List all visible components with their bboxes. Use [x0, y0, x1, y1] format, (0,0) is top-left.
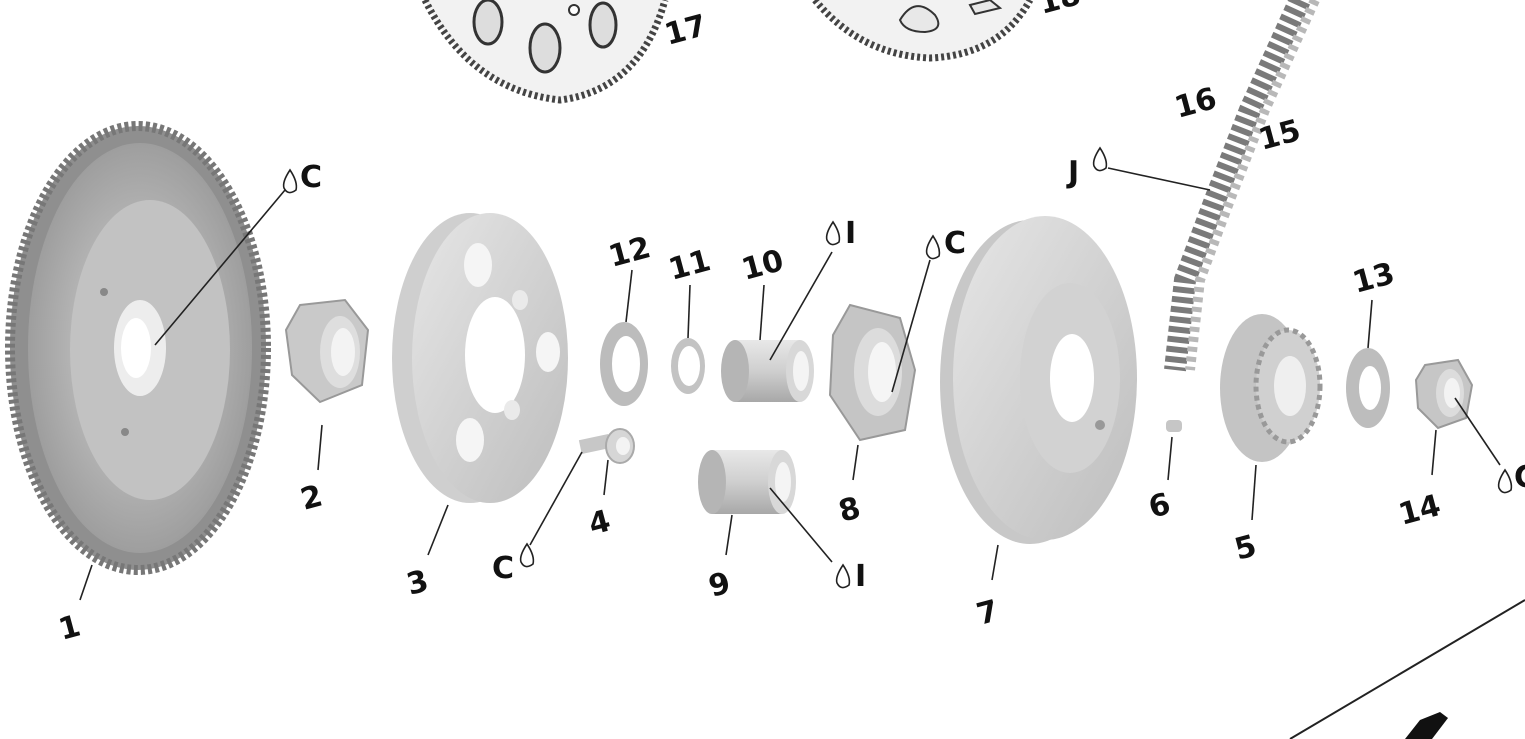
- label-part-3: 3: [403, 564, 432, 603]
- oil-drop-icon: [519, 542, 535, 568]
- gear-18-partial: [812, 0, 1034, 62]
- part-7-drum: [940, 216, 1137, 544]
- label-part-10: 10: [738, 243, 787, 288]
- label-part-5: 5: [1231, 529, 1260, 568]
- lube-code: C: [1514, 460, 1525, 495]
- gear-17-partial: [421, 0, 669, 104]
- oil-drop-icon: [835, 563, 851, 589]
- label-part-11: 11: [665, 243, 714, 288]
- oil-drop-icon: [1497, 468, 1513, 494]
- lube-code: C: [944, 226, 966, 261]
- label-part-4: 4: [585, 504, 614, 543]
- leader-lines: [79, 167, 1501, 601]
- label-part-12: 12: [605, 230, 654, 275]
- lube-marker-c-2: C: [492, 542, 535, 586]
- label-part-17: 17: [661, 8, 710, 53]
- lube-marker-c-4: C: [1497, 460, 1525, 495]
- label-part-1: 1: [55, 609, 84, 648]
- lube-code: J: [1066, 155, 1079, 190]
- label-part-9: 9: [705, 566, 734, 605]
- oil-drop-icon: [925, 234, 941, 260]
- lube-marker-i-2: I: [835, 559, 866, 594]
- part-12-washer: [600, 322, 648, 406]
- lube-code: C: [300, 160, 322, 195]
- label-part-2: 2: [297, 479, 326, 518]
- part-4-screw: [578, 428, 635, 464]
- oil-drop-icon: [825, 220, 841, 246]
- part-3-hub: [392, 213, 568, 503]
- lube-marker-i-1: I: [825, 216, 856, 251]
- lube-marker-j: J: [1066, 146, 1108, 190]
- part-5-sprocket: [1220, 314, 1323, 462]
- part-6-pin: [1166, 420, 1182, 432]
- part-8-nut: [828, 303, 917, 442]
- part-11-washer: [671, 338, 705, 394]
- lube-marker-c-3: C: [925, 226, 966, 261]
- label-part-8: 8: [835, 491, 864, 530]
- chain: [1164, 0, 1320, 372]
- part-2-nut: [284, 298, 370, 404]
- part-10-bushing: [721, 340, 814, 402]
- part-14-nut: [1414, 358, 1474, 430]
- oil-drop-icon: [282, 168, 298, 194]
- label-part-6: 6: [1145, 487, 1174, 526]
- label-part-7: 7: [973, 594, 1002, 633]
- oil-drop-icon: [1092, 146, 1108, 172]
- label-part-16: 16: [1171, 81, 1220, 126]
- label-part-13: 13: [1349, 256, 1398, 301]
- lube-code: I: [855, 559, 866, 594]
- part-1-ring-gear: [5, 121, 271, 575]
- label-part-14: 14: [1395, 488, 1444, 533]
- lubrication-markers: C C C C I I J: [282, 146, 1525, 594]
- part-9-bushing: [698, 450, 796, 514]
- lube-code: I: [845, 216, 856, 251]
- part-13-washer: [1346, 348, 1390, 428]
- lube-code: C: [492, 551, 514, 586]
- lube-marker-c-1: C: [282, 160, 322, 195]
- label-part-18: 18: [1035, 0, 1084, 22]
- page-edge-mark: [1289, 599, 1525, 739]
